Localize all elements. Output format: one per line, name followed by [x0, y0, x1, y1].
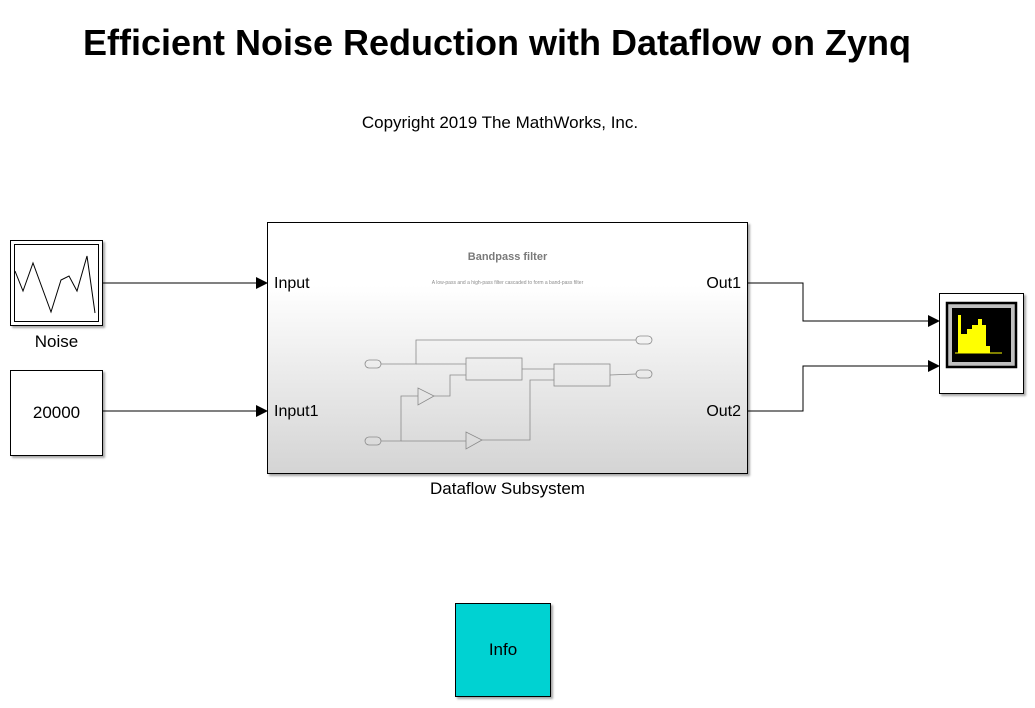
constant-block[interactable]: 20000	[10, 370, 103, 456]
arrow-input1	[256, 405, 268, 417]
copyright-text: Copyright 2019 The MathWorks, Inc.	[361, 113, 639, 132]
wire-out1-to-scope	[748, 282, 928, 322]
port-out1: Out1	[706, 275, 741, 292]
preview-inport-1	[364, 359, 382, 369]
noise-label: Noise	[34, 332, 79, 351]
subsystem-preview-title: Bandpass filter	[467, 251, 548, 263]
wire-out2-to-scope	[748, 365, 928, 412]
subsystem-label: Dataflow Subsystem	[430, 479, 585, 498]
preview-filter-block-2	[553, 363, 611, 387]
info-block[interactable]: Info	[455, 603, 551, 697]
port-input: Input	[274, 275, 310, 292]
subsystem-preview-diagram	[364, 335, 653, 450]
arrow-scope-in1	[928, 315, 940, 327]
subsystem-preview-description: A low-pass and a high-pass filter cascad…	[431, 280, 584, 286]
arrow-input	[256, 277, 268, 289]
constant-value: 20000	[32, 403, 81, 422]
preview-gain-1	[417, 387, 435, 406]
port-input1: Input1	[274, 403, 319, 420]
dataflow-subsystem-block[interactable]: Bandpass filter A low-pass and a high-pa…	[267, 222, 748, 474]
spectrum-analyzer-block[interactable]	[939, 293, 1024, 394]
noise-waveform-icon	[14, 244, 99, 322]
port-out2: Out2	[706, 403, 741, 420]
noise-block[interactable]	[10, 240, 103, 326]
spectrum-analyzer-icon	[945, 301, 1018, 369]
diagram-title: Efficient Noise Reduction with Dataflow …	[82, 22, 912, 63]
info-label: Info	[488, 640, 518, 659]
preview-filter-block-1	[465, 357, 523, 381]
arrow-scope-in2	[928, 360, 940, 372]
preview-inport-2	[364, 436, 382, 446]
preview-gain-2	[465, 431, 483, 450]
preview-outport-2	[635, 369, 653, 379]
preview-outport-1	[635, 335, 653, 345]
